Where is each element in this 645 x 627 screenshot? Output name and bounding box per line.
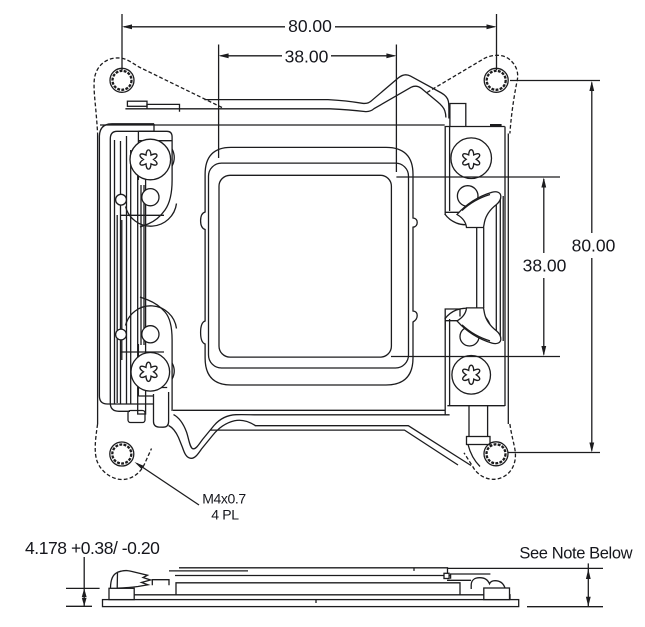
svg-text:38.00: 38.00 (523, 256, 567, 276)
svg-text:4 PL: 4 PL (211, 506, 239, 522)
svg-text:See Note Below: See Note Below (519, 545, 632, 563)
svg-text:80.00: 80.00 (288, 16, 332, 36)
svg-text:4.178 +0.38/ -0.20: 4.178 +0.38/ -0.20 (25, 538, 160, 558)
svg-text:38.00: 38.00 (285, 46, 329, 66)
svg-text:80.00: 80.00 (572, 236, 616, 256)
svg-text:M4x0.7: M4x0.7 (202, 490, 246, 506)
